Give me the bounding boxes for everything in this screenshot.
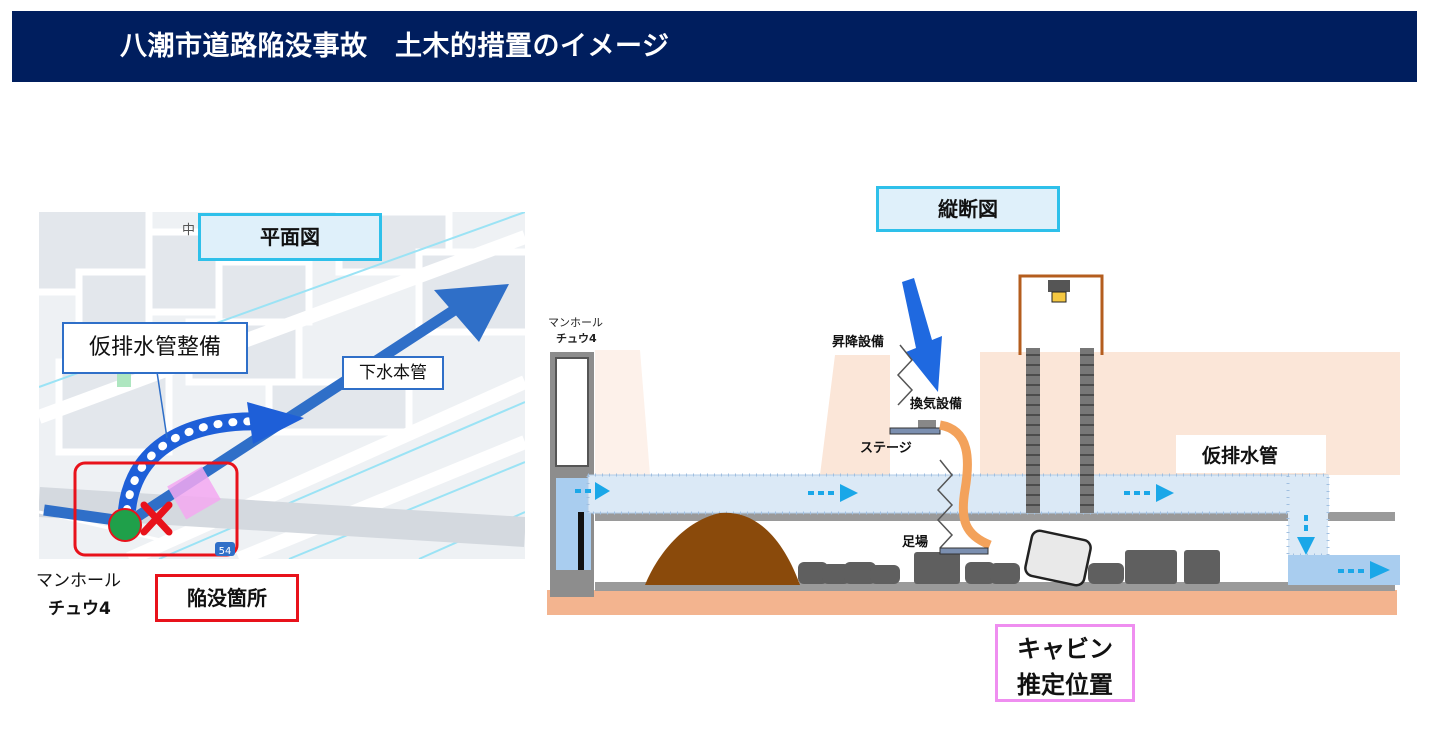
cabin-label-line2: 推定位置 (1017, 671, 1113, 699)
plan-map: 54 中 (39, 212, 525, 559)
plan-view-title: 平面図 (198, 213, 382, 261)
temp-pipe-label: 仮排水管 (1201, 444, 1278, 467)
scaffold-label: 足場 (902, 534, 928, 550)
section-view-title: 縦断図 (876, 186, 1060, 232)
plan-manhole-id: チュウ4 (48, 599, 111, 619)
stage-label: ステージ (860, 441, 912, 456)
section-manhole-id: チュウ4 (556, 332, 597, 345)
cabin-label-line1: キャビン (1017, 635, 1113, 663)
map-text-top: 中 (182, 223, 195, 238)
cabin-estimated-position-label: キャビン 推定位置 (995, 624, 1135, 702)
section-diagram: マンホール チュウ4 昇降設備 換気設備 ステージ 足場 仮排水管 (547, 274, 1400, 615)
lift-equipment-label: 昇降設備 (832, 334, 884, 350)
plan-manhole-label: マンホール (36, 571, 121, 591)
header-bar: 八潮市道路陥没事故 土木的措置のイメージ (12, 11, 1417, 82)
section-manhole-label: マンホール (548, 316, 603, 329)
ventilation-label: 換気設備 (910, 396, 962, 412)
sewer-main-label: 下水本管 (342, 356, 444, 390)
road-shield-text: 54 (219, 546, 232, 557)
collapse-site-label: 陥没箇所 (155, 574, 299, 622)
page-title: 八潮市道路陥没事故 土木的措置のイメージ (120, 31, 670, 62)
temp-pipe-callout: 仮排水管整備 (62, 322, 248, 374)
